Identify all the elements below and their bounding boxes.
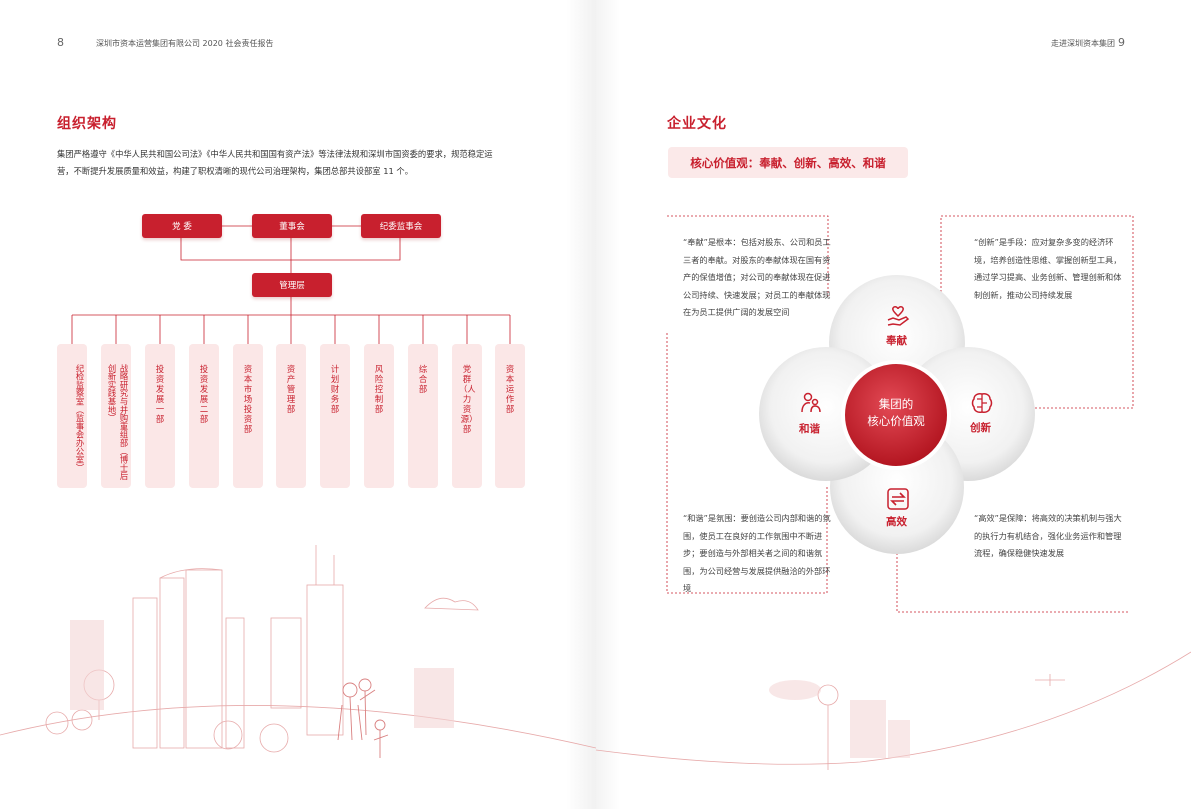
dept-risk-control: 风险控制部 xyxy=(364,344,394,488)
petal-label-efficiency: 高效 xyxy=(886,516,907,528)
dept-party-hr: 党群（人力资源）部 xyxy=(452,344,482,488)
heart-hand-icon xyxy=(887,306,910,326)
dept-investment-1: 投资发展一部 xyxy=(145,344,175,488)
core-values-tag: 核心价值观：奉献、创新、高效、和谐 xyxy=(668,147,908,178)
org-box-board: 董事会 xyxy=(252,214,332,238)
brain-icon xyxy=(971,393,993,413)
org-chart-connectors xyxy=(71,225,511,344)
dept-planning-finance: 计划财务部 xyxy=(320,344,350,488)
dept-investment-2: 投资发展二部 xyxy=(189,344,219,488)
desc-harmony: “和谐”是氛围：要创造公司内部和谐的氛围，使员工在良好的工作氛围中不断进步；要创… xyxy=(683,513,831,593)
petal-label-harmony: 和谐 xyxy=(799,423,820,435)
dept-strategy-ma: 战略研究与并购重组部（博士后创新实践基地） xyxy=(101,344,131,488)
org-box-management: 管理层 xyxy=(252,273,332,297)
running-header-right: 走进深圳资本集团 xyxy=(1051,39,1115,48)
desc-efficiency: “高效”是保障：将高效的决策机制与强大的执行力有机结合，强化业务运作和管理流程，… xyxy=(974,513,1122,558)
people-icon xyxy=(801,392,821,413)
org-intro-paragraph: 集团严格遵守《中华人民共和国公司法》《中华人民共和国国有资产法》等法律法规和深圳… xyxy=(57,149,493,176)
petal-label-dedication: 奉献 xyxy=(886,335,907,347)
page-number-right: 9 xyxy=(1118,36,1125,49)
left-page: 8 深圳市资本运营集团有限公司 2020 社会责任报告 组织架构 集团严格遵守《… xyxy=(0,0,596,809)
dept-general-affairs: 综合部 xyxy=(408,344,438,488)
desc-innovation: “创新”是手段：应对复杂多变的经济环境，培养创造性思维、掌握创新型工具，通过学习… xyxy=(974,237,1122,300)
page-number-left: 8 xyxy=(57,36,64,49)
section-title-org: 组织架构 xyxy=(57,116,117,132)
petal-label-innovation: 创新 xyxy=(970,422,991,434)
section-title-culture: 企业文化 xyxy=(667,116,727,132)
center-circle xyxy=(841,360,951,470)
city-illustration xyxy=(0,545,596,758)
desc-dedication: “奉献”是根本：包括对股东、公司和员工三者的奉献。对股东的奉献体现在国有资产的保… xyxy=(683,237,831,317)
dept-asset-management: 资产管理部 xyxy=(276,344,306,488)
core-values-center-label: 集团的 核心价值观 xyxy=(867,397,925,428)
org-box-party-committee: 党 委 xyxy=(142,214,222,238)
dept-discipline-office: 纪检监察室（监事会办公室） xyxy=(57,344,87,488)
running-header-left: 深圳市资本运营集团有限公司 2020 社会责任报告 xyxy=(96,39,274,48)
dept-capital-market: 资本市场投资部 xyxy=(233,344,263,488)
dept-capital-operation: 资本运作部 xyxy=(495,344,525,488)
transfer-arrows-icon xyxy=(887,488,909,510)
org-box-discipline-supervisory: 纪委监事会 xyxy=(361,214,441,238)
